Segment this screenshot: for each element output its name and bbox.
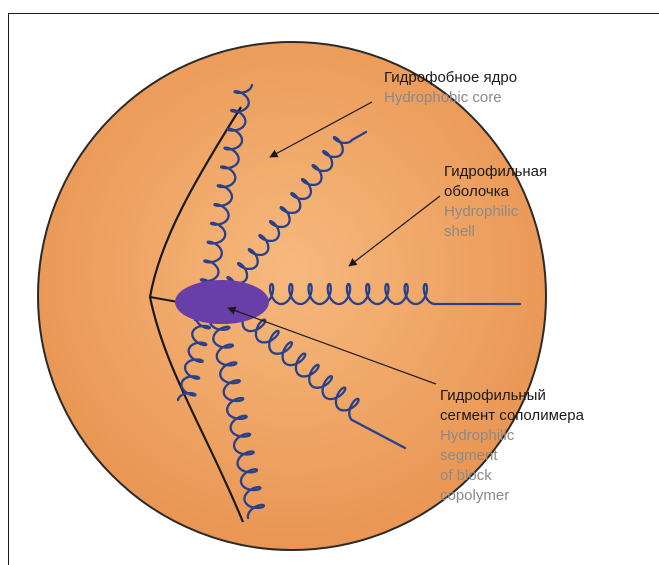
label-segment-en-3: of block: [440, 466, 584, 486]
label-core-ru: Гидрофобное ядро: [384, 68, 517, 88]
label-core-en: Hydrophobic core: [384, 88, 517, 108]
label-hydrophobic-core: Гидрофобное ядро Hydrophobic core: [384, 68, 517, 108]
label-hydrophilic-segment: Гидрофильный сегмент сополимера Hydrophi…: [440, 386, 584, 506]
label-segment-en-2: segment: [440, 446, 584, 466]
label-segment-en-1: Hydrophilic: [440, 426, 584, 446]
label-segment-ru-1: Гидрофильный: [440, 386, 584, 406]
label-hydrophilic-shell: Гидрофильная оболочка Hydrophilic shell: [444, 162, 547, 242]
label-segment-ru-2: сегмент сополимера: [440, 406, 584, 426]
label-shell-ru-2: оболочка: [444, 182, 547, 202]
label-shell-ru-1: Гидрофильная: [444, 162, 547, 182]
label-shell-en-2: shell: [444, 222, 547, 242]
label-segment-en-4: copolymer: [440, 486, 584, 506]
label-shell-en-1: Hydrophilic: [444, 202, 547, 222]
